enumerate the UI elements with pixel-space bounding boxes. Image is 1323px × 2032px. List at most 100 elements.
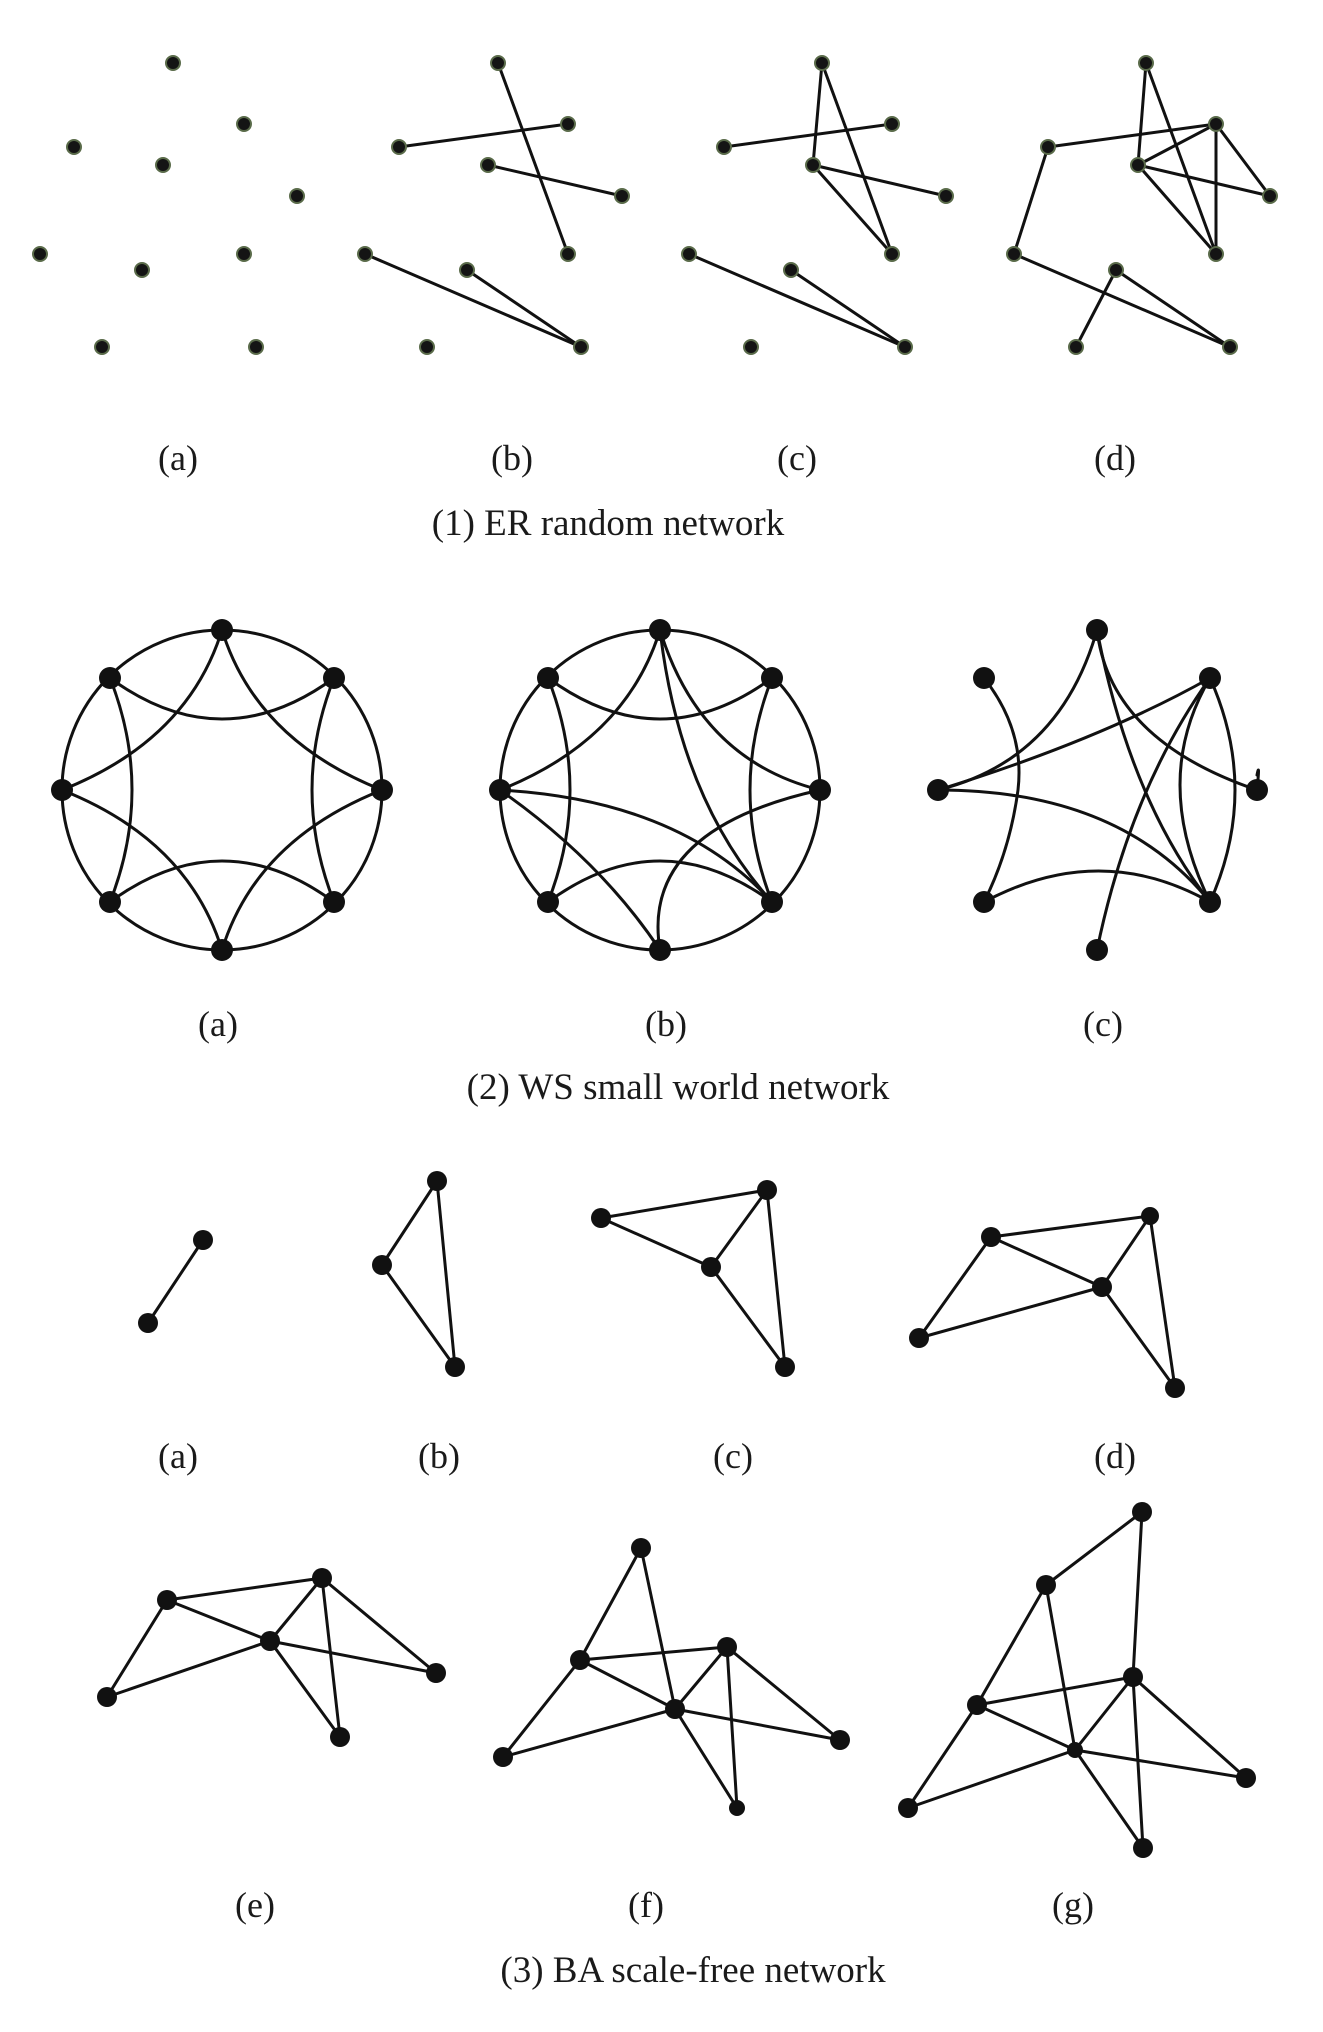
node	[743, 339, 759, 355]
node	[898, 1798, 918, 1818]
edge	[320, 1576, 438, 1675]
edge	[578, 1546, 643, 1662]
edge	[268, 1576, 324, 1643]
node	[138, 1313, 158, 1333]
node	[560, 246, 576, 262]
node	[927, 779, 949, 801]
node	[573, 339, 589, 355]
panel-label-ba-e: (e)	[235, 1885, 275, 1925]
node	[1108, 262, 1124, 278]
node	[489, 779, 511, 801]
node	[614, 188, 630, 204]
edge	[546, 676, 572, 904]
edge	[1214, 122, 1272, 198]
node	[236, 246, 252, 262]
edge	[380, 1179, 439, 1267]
node	[289, 188, 305, 204]
node	[32, 246, 48, 262]
edge	[496, 61, 570, 256]
node	[155, 157, 171, 173]
node	[211, 939, 233, 961]
edge	[917, 1285, 1104, 1340]
edge	[722, 122, 894, 149]
node	[909, 1328, 929, 1348]
ws-small-world-section: (a) (b) (c) (2) WS small world network	[51, 619, 1268, 1108]
node	[701, 1257, 721, 1277]
edge	[220, 628, 384, 792]
panel-label-ba-f: (f)	[628, 1885, 664, 1925]
edge	[687, 252, 907, 349]
edge	[498, 788, 774, 904]
node	[260, 1631, 280, 1651]
node	[757, 1180, 777, 1200]
edge	[546, 676, 774, 721]
node	[236, 116, 252, 132]
edge	[1208, 676, 1237, 904]
node	[480, 157, 496, 173]
edge	[725, 1645, 842, 1742]
node	[51, 779, 73, 801]
node	[1068, 339, 1084, 355]
node	[1130, 157, 1146, 173]
node	[716, 139, 732, 155]
edge	[60, 788, 224, 952]
node	[372, 1255, 392, 1275]
edge	[658, 628, 774, 904]
ba-panel-b	[372, 1171, 465, 1377]
node	[493, 1747, 513, 1767]
panel-label-er-b: (b)	[491, 438, 533, 478]
ws-panel-b	[489, 619, 831, 961]
edge	[820, 61, 894, 256]
edge	[656, 788, 822, 952]
edge	[1114, 268, 1232, 349]
node	[631, 1538, 651, 1558]
edge	[1073, 1748, 1145, 1850]
node	[973, 891, 995, 913]
edge	[165, 1598, 272, 1643]
ba-panel-g	[898, 1502, 1256, 1858]
panel-label-ba-a: (a)	[158, 1436, 198, 1476]
panel-label-er-d: (d)	[1094, 438, 1136, 478]
node	[761, 667, 783, 689]
edge	[320, 1576, 342, 1739]
edge	[1136, 61, 1148, 167]
edge	[1178, 676, 1212, 904]
node	[809, 779, 831, 801]
panel-label-ws-b: (b)	[645, 1004, 687, 1044]
edge	[465, 268, 583, 349]
node	[665, 1699, 685, 1719]
node	[211, 619, 233, 641]
edge	[1073, 1675, 1135, 1752]
edge	[310, 676, 336, 904]
edge	[108, 676, 134, 904]
edge	[982, 869, 1212, 904]
edge	[1100, 1214, 1152, 1289]
node	[1199, 667, 1221, 689]
node	[490, 55, 506, 71]
edge	[599, 1188, 769, 1220]
node	[371, 779, 393, 801]
edge	[906, 1748, 1077, 1810]
node	[1141, 1207, 1159, 1225]
edge	[673, 1707, 842, 1742]
node	[830, 1730, 850, 1750]
node	[97, 1687, 117, 1707]
node	[426, 1663, 446, 1683]
node	[323, 891, 345, 913]
edge	[578, 1645, 729, 1662]
edge	[975, 1583, 1048, 1707]
edge	[936, 788, 1212, 904]
edge	[811, 61, 824, 167]
edge	[546, 859, 774, 904]
node	[761, 891, 783, 913]
edge	[108, 859, 336, 904]
edge	[397, 122, 570, 149]
node	[1236, 1768, 1256, 1788]
node	[897, 339, 913, 355]
edge	[765, 1188, 787, 1369]
node	[1086, 619, 1108, 641]
panel-label-ws-a: (a)	[198, 1004, 238, 1044]
node	[94, 339, 110, 355]
section-caption-ba: (3) BA scale-free network	[500, 1950, 886, 1991]
edge	[1074, 268, 1118, 349]
